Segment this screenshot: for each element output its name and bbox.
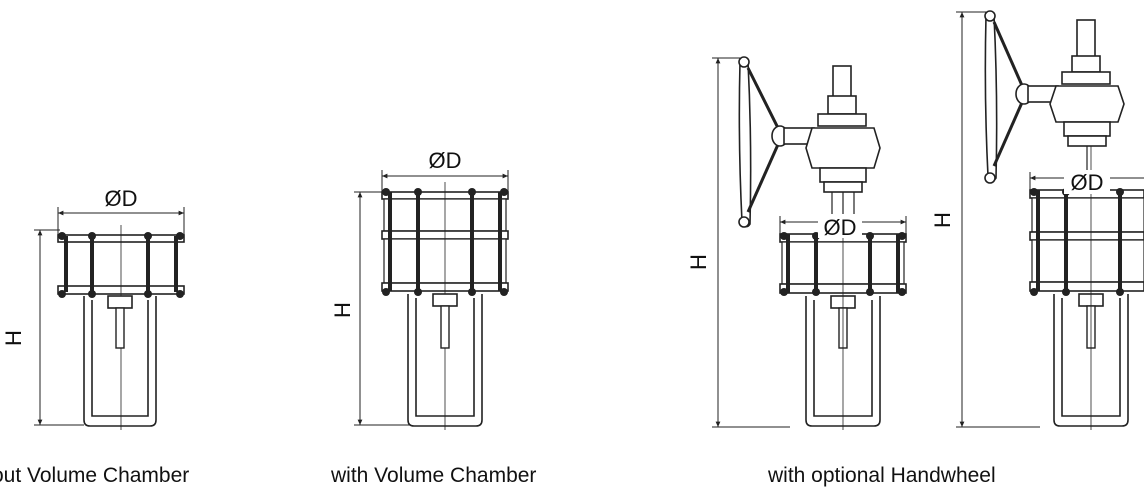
figure-with-volume-chamber [354, 170, 509, 430]
diameter-label: ØD [105, 186, 138, 211]
figure-without-volume-chamber [34, 207, 185, 430]
figure-with-handwheel-2 [956, 10, 1144, 430]
figure-with-handwheel-1 [712, 56, 907, 430]
caption-with-volume-chamber: with Volume Chamber [331, 464, 537, 487]
label-backdrop [1064, 170, 1110, 194]
height-label: H [330, 302, 355, 318]
diameter-label: ØD [824, 215, 857, 240]
diameter-label: ØD [429, 148, 462, 173]
caption-without-volume-chamber: out Volume Chamber [0, 464, 190, 487]
height-label: H [930, 212, 955, 228]
label-backdrop [818, 214, 862, 238]
diameter-label: ØD [1071, 170, 1104, 195]
height-label: H [1, 330, 26, 346]
height-label: H [686, 254, 711, 270]
caption-with-optional-handwheel: with optional Handwheel [768, 464, 996, 487]
